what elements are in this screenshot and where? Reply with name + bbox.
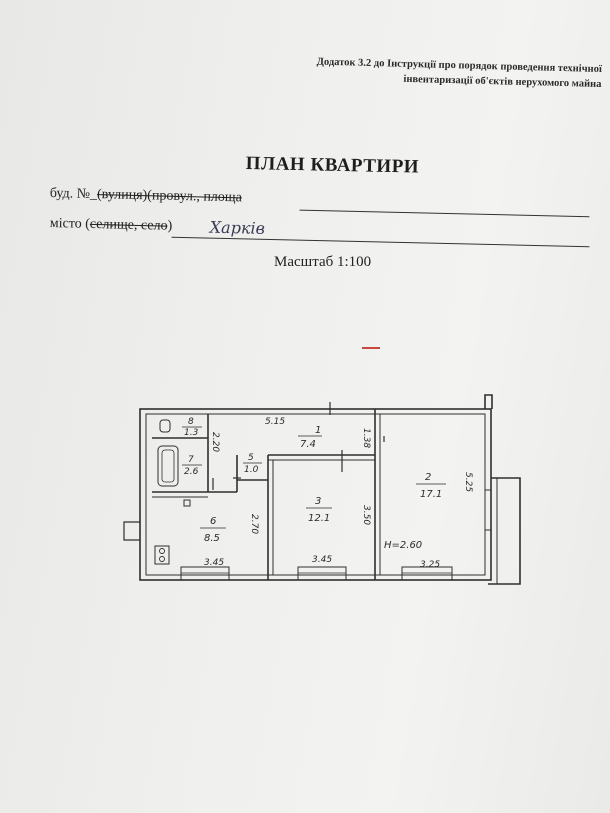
- room-5-number: 5: [248, 453, 254, 463]
- red-ink-mark: [362, 347, 380, 349]
- burner-1: [159, 548, 165, 554]
- dim-room3-width: 3.50: [361, 505, 371, 525]
- balcony: [488, 477, 521, 585]
- room-7-area: 2.6: [184, 467, 199, 477]
- room-8-number: 8: [188, 417, 194, 427]
- sink-symbol: [183, 499, 191, 507]
- room-1-number: 1: [315, 425, 321, 436]
- window-kitchen: [180, 566, 230, 581]
- room-6-area: 8.5: [204, 533, 220, 544]
- room-3-number: 3: [315, 496, 321, 507]
- toilet-symbol: [159, 419, 171, 433]
- dim-kitchen-length: 3.45: [204, 558, 224, 568]
- dim-corridor-length: 5.15: [265, 417, 285, 427]
- dim-bath-length: 2.20: [210, 432, 220, 452]
- entry-door: [123, 521, 140, 541]
- dim-room3-length: 3.45: [312, 555, 332, 565]
- scale-label: Масштаб 1:100: [274, 254, 372, 270]
- window-room2: [401, 566, 453, 581]
- plan-walls: [123, 394, 521, 585]
- room-6-number: 6: [210, 516, 216, 527]
- dim-corridor-width: 1.38: [361, 428, 371, 448]
- room-3-area: 12.1: [308, 513, 330, 524]
- room-labels: 1 7.4 2 17.1 3 12.1 5 1.0 6 8.5 7 2.6 8 …: [182, 417, 446, 544]
- room-2-number: 2: [425, 472, 431, 483]
- room-2-area: 17.1: [420, 489, 442, 500]
- stove-symbol: [154, 545, 170, 565]
- bathtub-outline: [157, 445, 179, 487]
- dim-room2-width: 5.25: [463, 472, 473, 492]
- plan-dimensions: 5.15 1.38 2.20 2.70 3.45 3.45 3.50 3.25 …: [204, 417, 473, 570]
- window-room3: [297, 566, 347, 581]
- riser: [484, 394, 493, 409]
- burner-2: [159, 556, 165, 562]
- room-8-area: 1.3: [184, 428, 199, 438]
- room-7-number: 7: [188, 455, 194, 465]
- room-5-area: 1.0: [244, 465, 259, 475]
- dim-kitchen-width: 2.70: [249, 514, 259, 534]
- dim-room2-length: 3.25: [420, 560, 440, 570]
- bathtub-inner: [161, 449, 175, 483]
- ceiling-height: H=2.60: [384, 540, 422, 551]
- window-balcony: [484, 489, 492, 531]
- room-1-area: 7.4: [300, 439, 316, 450]
